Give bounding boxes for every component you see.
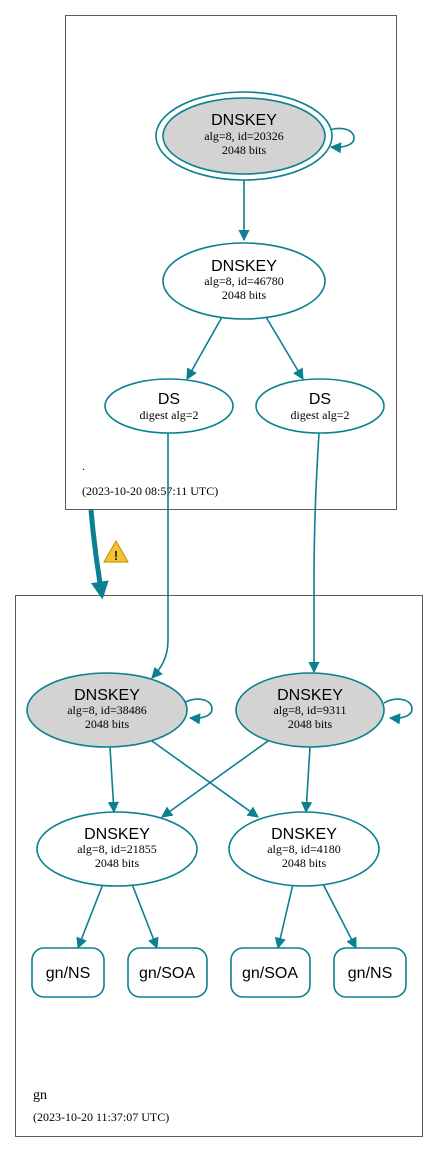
gn-ksk1-title: DNSKEY: [74, 687, 140, 704]
rrset-soa2-node: gn/SOA: [230, 947, 311, 998]
gn-zsk1-title: DNSKEY: [84, 826, 150, 843]
root-ds2-digest: digest alg=2: [290, 408, 349, 422]
edge-gn-ksk1-zsk1: [107, 746, 119, 814]
edge-gn-ksk1-self: [183, 698, 213, 725]
edge-gn-ksk2-zsk1: [161, 740, 269, 818]
zone-root-name: .: [82, 459, 85, 473]
edge-ds2-gn-ksk2: [308, 432, 320, 674]
zone-root-timestamp: (2023-10-20 08:57:11 UTC): [82, 484, 218, 498]
gn-ksk1-alg: alg=8, id=38486: [67, 703, 147, 717]
gn-zsk2-alg: alg=8, id=4180: [267, 842, 341, 856]
root-ds2-node: DS digest alg=2: [255, 378, 385, 434]
zone-gn-name: gn: [33, 1088, 47, 1103]
gn-zsk1-alg: alg=8, id=21855: [77, 842, 157, 856]
root-ksk-alg: alg=8, id=20326: [204, 129, 284, 143]
edge-root-zsk-ds2: [265, 316, 304, 380]
warning-icon[interactable]: !: [103, 540, 129, 563]
gn-zsk2-bits: 2048 bits: [282, 856, 327, 870]
gn-zsk1-bits: 2048 bits: [95, 856, 140, 870]
root-ksk-title: DNSKEY: [211, 112, 277, 129]
edge-root-ksk-self: [323, 127, 355, 154]
edge-gn-ksk2-zsk2: [301, 746, 313, 814]
rrset-ns2-node: gn/NS: [333, 947, 407, 998]
gn-ksk2-bits: 2048 bits: [288, 717, 333, 731]
gn-zsk1-node: DNSKEY alg=8, id=21855 2048 bits: [36, 811, 198, 887]
root-ksk-node: DNSKEY alg=8, id=20326 2048 bits: [155, 91, 333, 181]
rrset-ns1-label: gn/NS: [46, 965, 90, 982]
root-zsk-bits: 2048 bits: [222, 288, 267, 302]
edge-ds1-gn-ksk1: [151, 433, 169, 679]
gn-zsk2-title: DNSKEY: [271, 826, 337, 843]
edge-delegation: [88, 509, 109, 600]
rrset-soa1-label: gn/SOA: [139, 965, 195, 982]
gn-ksk1-node: DNSKEY alg=8, id=38486 2048 bits: [26, 672, 188, 748]
edge-zsk2-soa2: [274, 883, 294, 950]
edge-gn-ksk2-self: [383, 698, 413, 725]
zone-gn-timestamp: (2023-10-20 11:37:07 UTC): [33, 1110, 169, 1124]
root-ksk-bits: 2048 bits: [222, 143, 267, 157]
edge-zsk1-soa1: [131, 883, 159, 950]
root-zsk-title: DNSKEY: [211, 258, 277, 275]
root-zsk-node: DNSKEY alg=8, id=46780 2048 bits: [162, 242, 326, 320]
gn-zsk2-node: DNSKEY alg=8, id=4180 2048 bits: [228, 811, 380, 887]
gn-ksk2-node: DNSKEY alg=8, id=9311 2048 bits: [235, 672, 385, 748]
root-ds1-title: DS: [158, 391, 180, 408]
gn-ksk2-title: DNSKEY: [277, 687, 343, 704]
root-ds1-digest: digest alg=2: [139, 408, 198, 422]
gn-ksk1-bits: 2048 bits: [85, 717, 130, 731]
edge-root-zsk-ds1: [186, 316, 223, 380]
root-ds2-title: DS: [309, 391, 331, 408]
rrset-ns2-label: gn/NS: [348, 965, 392, 982]
warning-symbol: !: [114, 548, 118, 563]
rrset-soa1-node: gn/SOA: [127, 947, 208, 998]
gn-ksk2-alg: alg=8, id=9311: [273, 703, 346, 717]
edge-zsk2-ns2: [322, 883, 357, 949]
edge-gn-ksk1-zsk2: [151, 740, 259, 818]
root-zsk-alg: alg=8, id=46780: [204, 274, 284, 288]
edge-zsk1-ns1: [76, 883, 104, 950]
root-ds1-node: DS digest alg=2: [104, 378, 234, 434]
rrset-soa2-label: gn/SOA: [242, 965, 298, 982]
rrset-ns1-node: gn/NS: [31, 947, 105, 998]
